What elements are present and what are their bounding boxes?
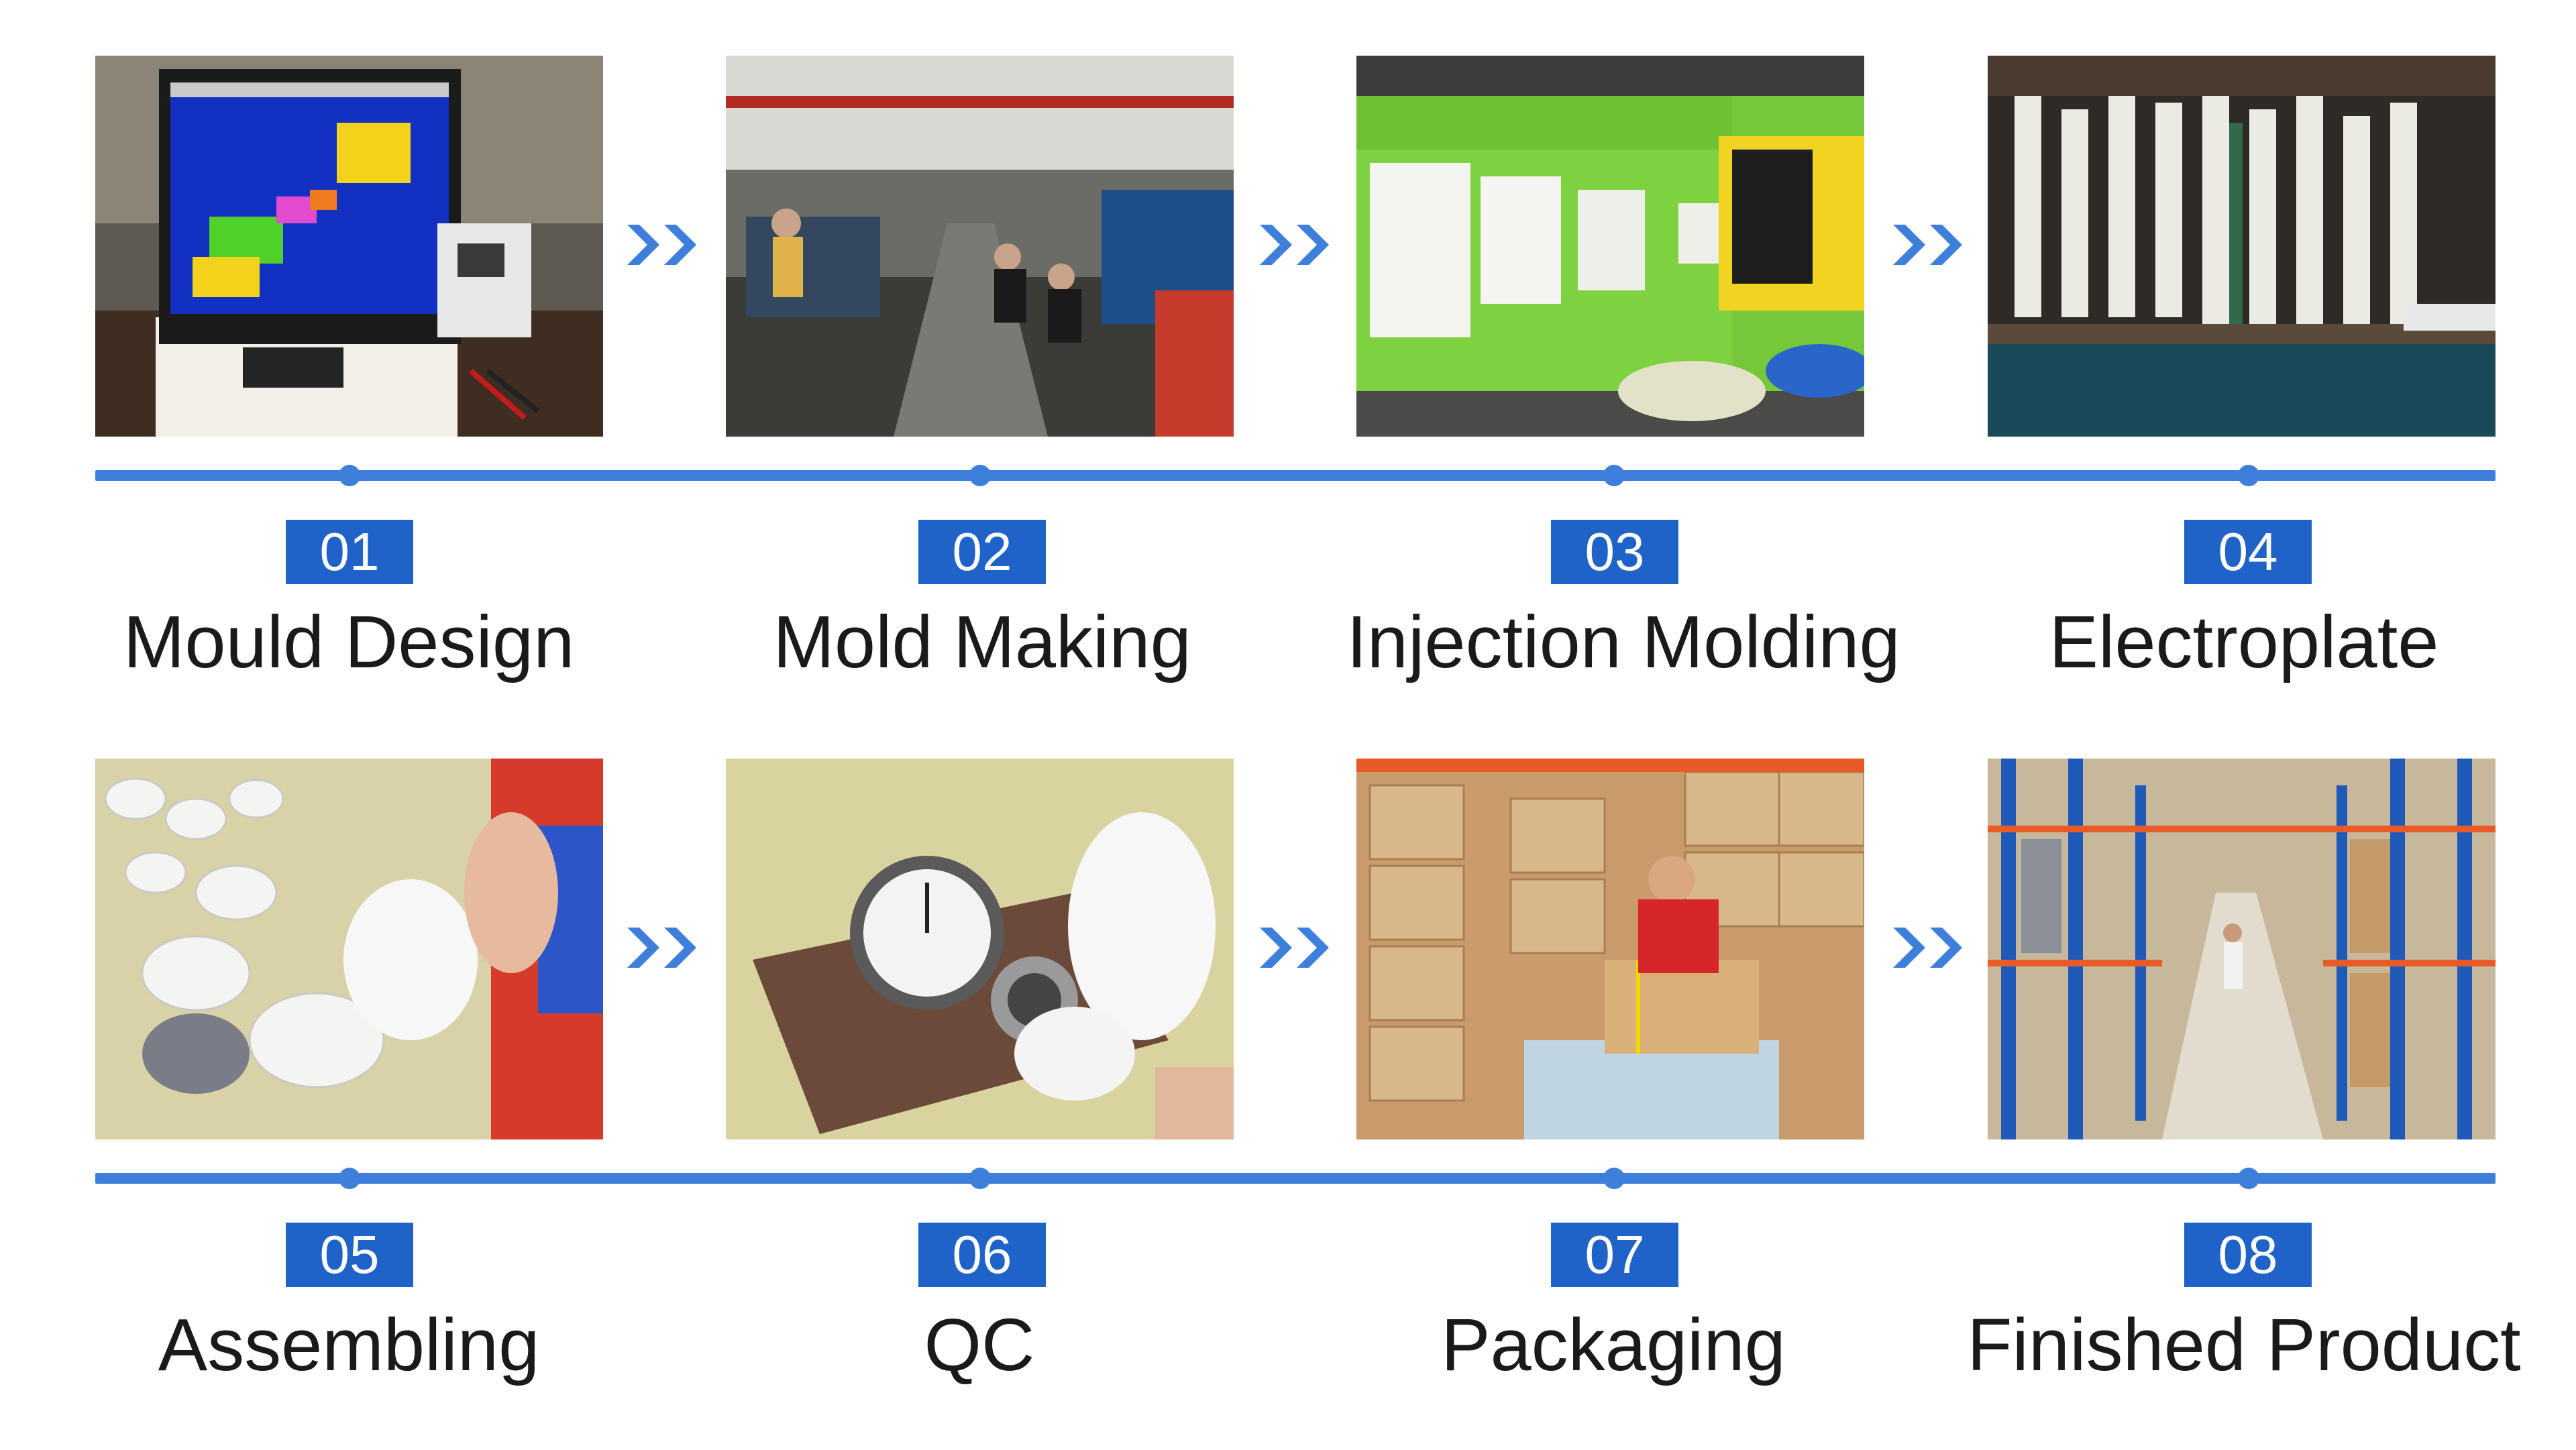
timeline-dot (339, 1168, 360, 1189)
step-number-badge: 02 (918, 520, 1046, 584)
step-number-badge: 04 (2184, 520, 2312, 584)
photo-electroplate (1988, 56, 2496, 437)
double-chevron-right-icon (627, 225, 704, 265)
step-label-qc: QC (924, 1304, 1035, 1386)
photo-mold-making (726, 56, 1234, 437)
double-chevron-right-icon (1893, 928, 1970, 968)
photo-mould-design (95, 56, 603, 437)
step-label-mold-making: Mold Making (773, 601, 1191, 683)
photo-injection-molding (1356, 56, 1864, 437)
timeline-dot (339, 465, 360, 486)
timeline-dot (969, 465, 991, 486)
double-chevron-right-icon (1260, 225, 1337, 265)
step-label-mould-design: Mould Design (123, 601, 575, 683)
timeline-bar (95, 470, 2496, 481)
step-number-badge: 08 (2184, 1223, 2312, 1287)
timeline-dot (1603, 465, 1625, 486)
step-number-badge: 07 (1551, 1223, 1678, 1287)
step-label-packaging: Packaging (1441, 1304, 1786, 1386)
step-label-injection-molding: Injection Molding (1346, 601, 1900, 683)
double-chevron-right-icon (627, 928, 704, 968)
step-number-badge: 05 (286, 1223, 413, 1287)
step-label-electroplate: Electroplate (2049, 601, 2439, 683)
photo-assembling (95, 759, 603, 1139)
double-chevron-right-icon (1893, 225, 1970, 265)
step-number-badge: 03 (1551, 520, 1678, 584)
timeline-dot (2238, 1168, 2259, 1189)
step-number-badge: 06 (918, 1223, 1046, 1287)
timeline-dot (1603, 1168, 1625, 1189)
step-label-assembling: Assembling (158, 1304, 540, 1386)
photo-finished-product (1988, 759, 2496, 1139)
double-chevron-right-icon (1260, 928, 1337, 968)
timeline-dot (2238, 465, 2259, 486)
timeline-bar (95, 1173, 2496, 1184)
timeline-dot (969, 1168, 991, 1189)
step-number-badge: 01 (286, 520, 413, 584)
step-label-finished-product: Finished Product (1967, 1304, 2521, 1386)
photo-packaging (1356, 759, 1864, 1139)
photo-qc (726, 759, 1234, 1139)
